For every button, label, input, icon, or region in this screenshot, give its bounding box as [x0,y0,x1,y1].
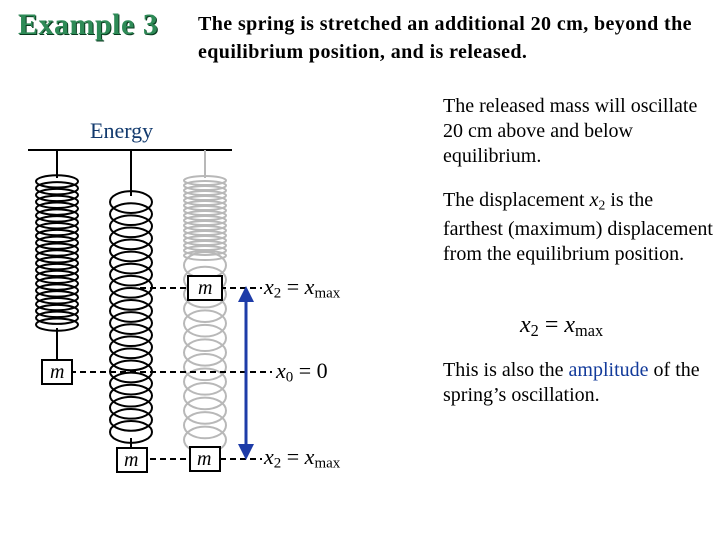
spring-coil [109,407,153,432]
slide-title: Example 3 [18,8,159,41]
spring-coil [35,249,79,264]
spring-coil [109,238,153,263]
svg-text:m: m [198,277,212,299]
spring-ghost-compressed [183,175,227,261]
spring-stretched [109,190,153,444]
spring-coil [35,215,79,230]
spring-coil [35,201,79,216]
spring-coil [35,276,79,291]
spring-coil [183,411,227,440]
spring-coil [35,181,79,196]
amplitude-arrow [238,286,254,460]
spring-coil [35,235,79,250]
spring-coil [109,335,153,360]
note-oscillation: The released mass will oscillate 20 cm a… [443,95,698,167]
spring-coil [109,250,153,275]
energy-label: Energy [90,118,154,143]
spring-coil [109,383,153,408]
max-displacement-equation: x2 = xmax [520,312,604,341]
spring-coil [35,283,79,298]
label-bottom-position: x2 = xmax [264,444,341,472]
spring-coil [109,299,153,323]
svg-text:m: m [197,448,211,470]
amplitude-term: amplitude [568,359,649,381]
spring-coil [109,311,153,335]
spring-coil [183,309,227,338]
spring-coil [109,323,153,348]
svg-text:m: m [124,449,138,471]
note-max-displacement: The displacement x2 is the farthest (max… [443,188,713,267]
spring-coil [109,226,153,251]
spring-coil [109,190,153,214]
label-top-position: x2 = xmax [264,274,341,302]
spring-coil [183,367,227,396]
note-text-post: is the farthest (maximum) displacement f… [443,189,713,266]
spring-coil [109,286,153,311]
spring-coil [109,214,153,239]
spring-coil [183,396,227,425]
spring-coil [109,202,153,227]
spring-coil [35,290,79,305]
spring-coil [109,347,153,372]
note-variable: x2 [589,189,606,213]
spring-coil [183,323,227,353]
spring-coil [35,297,79,312]
spring-coil [109,274,153,299]
spring-coil [35,187,79,203]
spring-coil [35,256,79,271]
spring-coil [183,382,227,411]
spring-coil [109,371,153,396]
spring-coil [35,228,79,244]
spring-coil [183,338,227,367]
note-text-pre: The displacement [443,189,585,211]
spring-coil [183,250,227,261]
svg-text:m: m [50,361,64,383]
mass-block [41,275,223,473]
label-equilibrium: x0 = 0 [276,358,328,386]
spring-coil [35,242,79,257]
spring-coil [183,352,227,382]
spring-coil [35,310,79,325]
note-amplitude: This is also the amplitude of the spring… [443,359,700,406]
spring-coil [35,222,79,237]
spring-coil [35,262,79,278]
spring-coil [183,251,227,280]
spring-coil [109,395,153,420]
spring-coil [35,194,79,209]
spring-coil [35,174,79,189]
spring-coil [109,262,153,287]
spring-coil [35,303,79,319]
spring-coil [35,208,79,223]
spring-coil [183,245,227,256]
spring-natural-length [35,174,79,332]
spring-coil [35,269,79,285]
problem-statement: The spring is stretched an additional 20… [198,13,692,63]
